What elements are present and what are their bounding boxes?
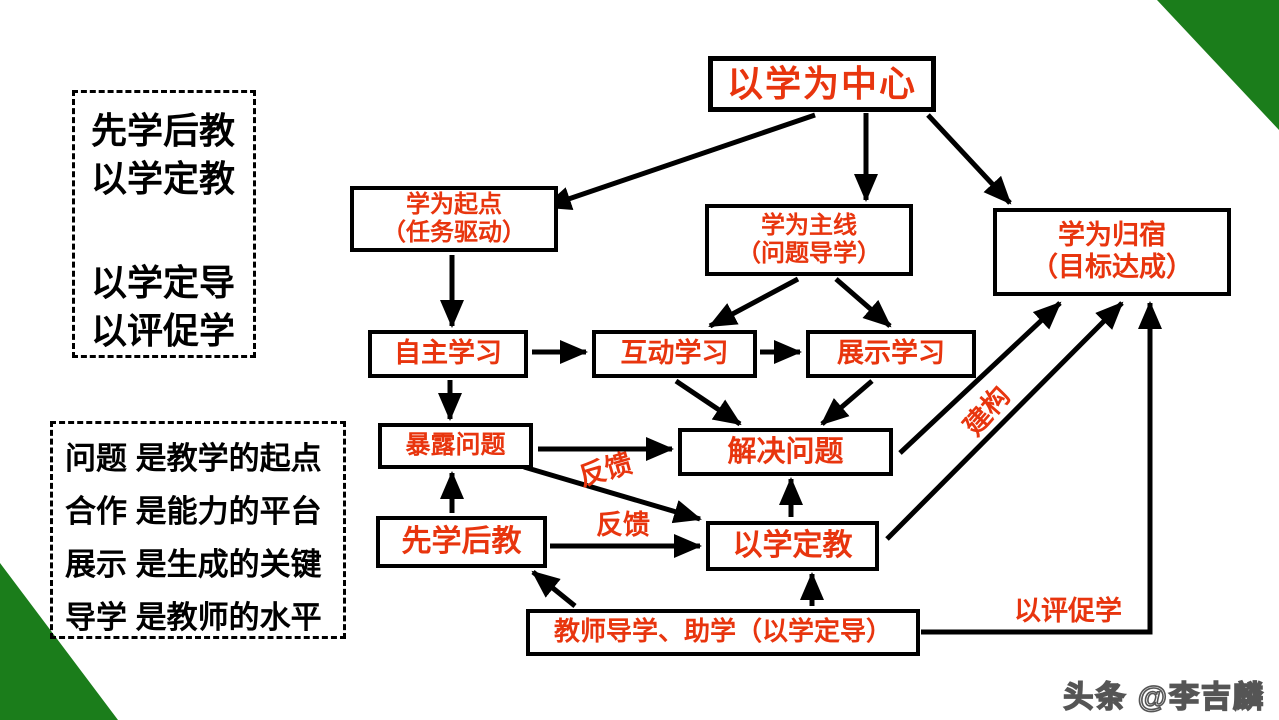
node-label: 展示学习	[837, 338, 945, 369]
edge-mainline-to-interactive	[708, 276, 800, 329]
watermark-author: 头条 @李吉麟	[1063, 680, 1265, 715]
node-show-learning: 展示学习	[806, 330, 976, 378]
note-line: 导学 是教师的水平	[65, 600, 322, 635]
note-line: 以学定导	[91, 262, 236, 303]
edge-mainline-to-show	[834, 277, 892, 328]
edge-solve-to-goal-construct	[898, 301, 1062, 455]
node-label: 先学后教	[401, 525, 522, 559]
note-line: 以评促学	[91, 310, 236, 351]
node-self-learning: 自主学习	[368, 330, 528, 378]
node-sublabel: （问题导学）	[737, 241, 881, 267]
edge-center-to-start	[543, 112, 816, 210]
node-label: 解决问题	[727, 435, 844, 468]
node-label: 学为主线	[761, 212, 857, 239]
node-teach-by-learning: 以学定教	[706, 521, 879, 571]
node-expose-problems: 暴露问题	[378, 423, 533, 469]
edge-expose-to-teachby-feedback	[523, 464, 702, 524]
node-learning-as-mainline: 学为主线 （问题导学）	[705, 204, 913, 276]
note-line: 先学后教	[91, 110, 236, 151]
node-label: 学为归宿	[1058, 220, 1166, 251]
node-label: 自主学习	[394, 338, 502, 369]
notes-box-keypoints: 问题 是教学的起点 合作 是能力的平台 展示 是生成的关键 导学 是教师的水平	[50, 421, 346, 639]
node-teacher-guide: 教师导学、助学（以学定导）	[526, 609, 920, 656]
edge-show-to-solve	[820, 379, 874, 426]
node-label: 以学为中心	[726, 63, 917, 104]
node-learn-first-teach-later: 先学后教	[376, 516, 547, 568]
edge-center-to-goal	[926, 113, 1012, 205]
node-learning-as-goal: 学为归宿 （目标达成）	[993, 208, 1231, 296]
node-sublabel: （目标达成）	[1031, 252, 1193, 282]
note-line: 以学定教	[91, 158, 236, 199]
node-learning-centered: 以学为中心	[708, 56, 936, 112]
notes-box-principles: 先学后教 以学定教 以学定导 以评促学	[72, 90, 256, 358]
edge-label-evaluate: 以评促学	[1014, 596, 1122, 626]
edge-teachby-to-goal-construct	[885, 301, 1124, 541]
edge-interactive-to-solve	[674, 378, 742, 427]
note-line: 合作 是能力的平台	[65, 494, 322, 529]
note-line: 问题 是教学的起点	[65, 441, 322, 476]
corner-triangle-top-right	[1157, 0, 1279, 130]
node-label: 以学定教	[732, 529, 853, 563]
node-label: 教师导学、助学（以学定导）	[553, 617, 892, 647]
node-label: 互动学习	[620, 338, 729, 369]
node-solve-problems: 解决问题	[678, 428, 893, 476]
node-sublabel: （任务驱动）	[382, 220, 526, 246]
node-learning-as-start: 学为起点 （任务驱动）	[350, 186, 558, 252]
node-interactive-learning: 互动学习	[592, 330, 757, 378]
node-label: 暴露问题	[405, 432, 506, 460]
edge-guide-to-learnfirst	[531, 570, 577, 608]
node-label: 学为起点	[406, 191, 502, 218]
corner-triangle-bottom-left	[0, 563, 118, 720]
edge-label-feedback-lower: 反馈	[596, 510, 650, 540]
note-line: 展示 是生成的关键	[65, 547, 322, 582]
edge-guide-to-goal-evaluate	[921, 300, 1163, 635]
